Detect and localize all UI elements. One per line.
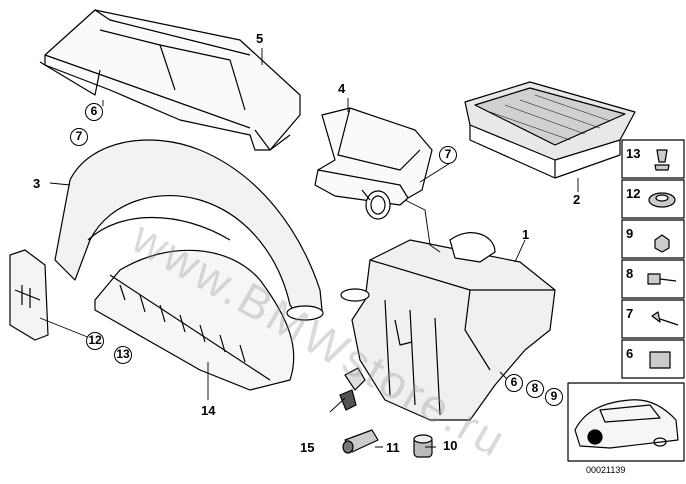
circled-9: 9 [545, 388, 563, 406]
side-label-8: 8 [626, 266, 634, 281]
callout-14: 14 [201, 403, 216, 418]
callout-3: 3 [33, 176, 41, 191]
rubber-mount [413, 434, 433, 458]
callout-2: 2 [573, 192, 581, 207]
bracket [9, 249, 49, 341]
side-label-12: 12 [626, 186, 641, 201]
document-number: 00021139 [586, 465, 626, 475]
callout-15: 15 [300, 440, 315, 455]
callout-11: 11 [386, 440, 400, 455]
sensor [342, 429, 379, 454]
circled-6-bottom: 6 [505, 374, 523, 392]
duct-lower [94, 249, 295, 391]
sensor-clip [339, 367, 366, 411]
resonator [314, 107, 433, 220]
intake-cover [39, 9, 301, 151]
circled-7-right: 7 [439, 146, 457, 164]
side-label-7: 7 [626, 306, 634, 321]
circled-8: 8 [526, 380, 544, 398]
side-label-13: 13 [626, 146, 641, 161]
circled-12: 12 [86, 332, 104, 350]
filter-housing [340, 232, 556, 421]
side-label-9: 9 [626, 226, 634, 241]
circled-6-top: 6 [85, 103, 103, 121]
callout-10: 10 [443, 438, 458, 453]
callout-5: 5 [256, 31, 264, 46]
callout-1: 1 [522, 227, 530, 242]
circled-7-top: 7 [70, 128, 88, 146]
side-label-6: 6 [626, 346, 634, 361]
air-filter [464, 81, 636, 179]
circled-13: 13 [114, 346, 132, 364]
intake-duct [54, 139, 324, 321]
callout-4: 4 [338, 81, 346, 96]
